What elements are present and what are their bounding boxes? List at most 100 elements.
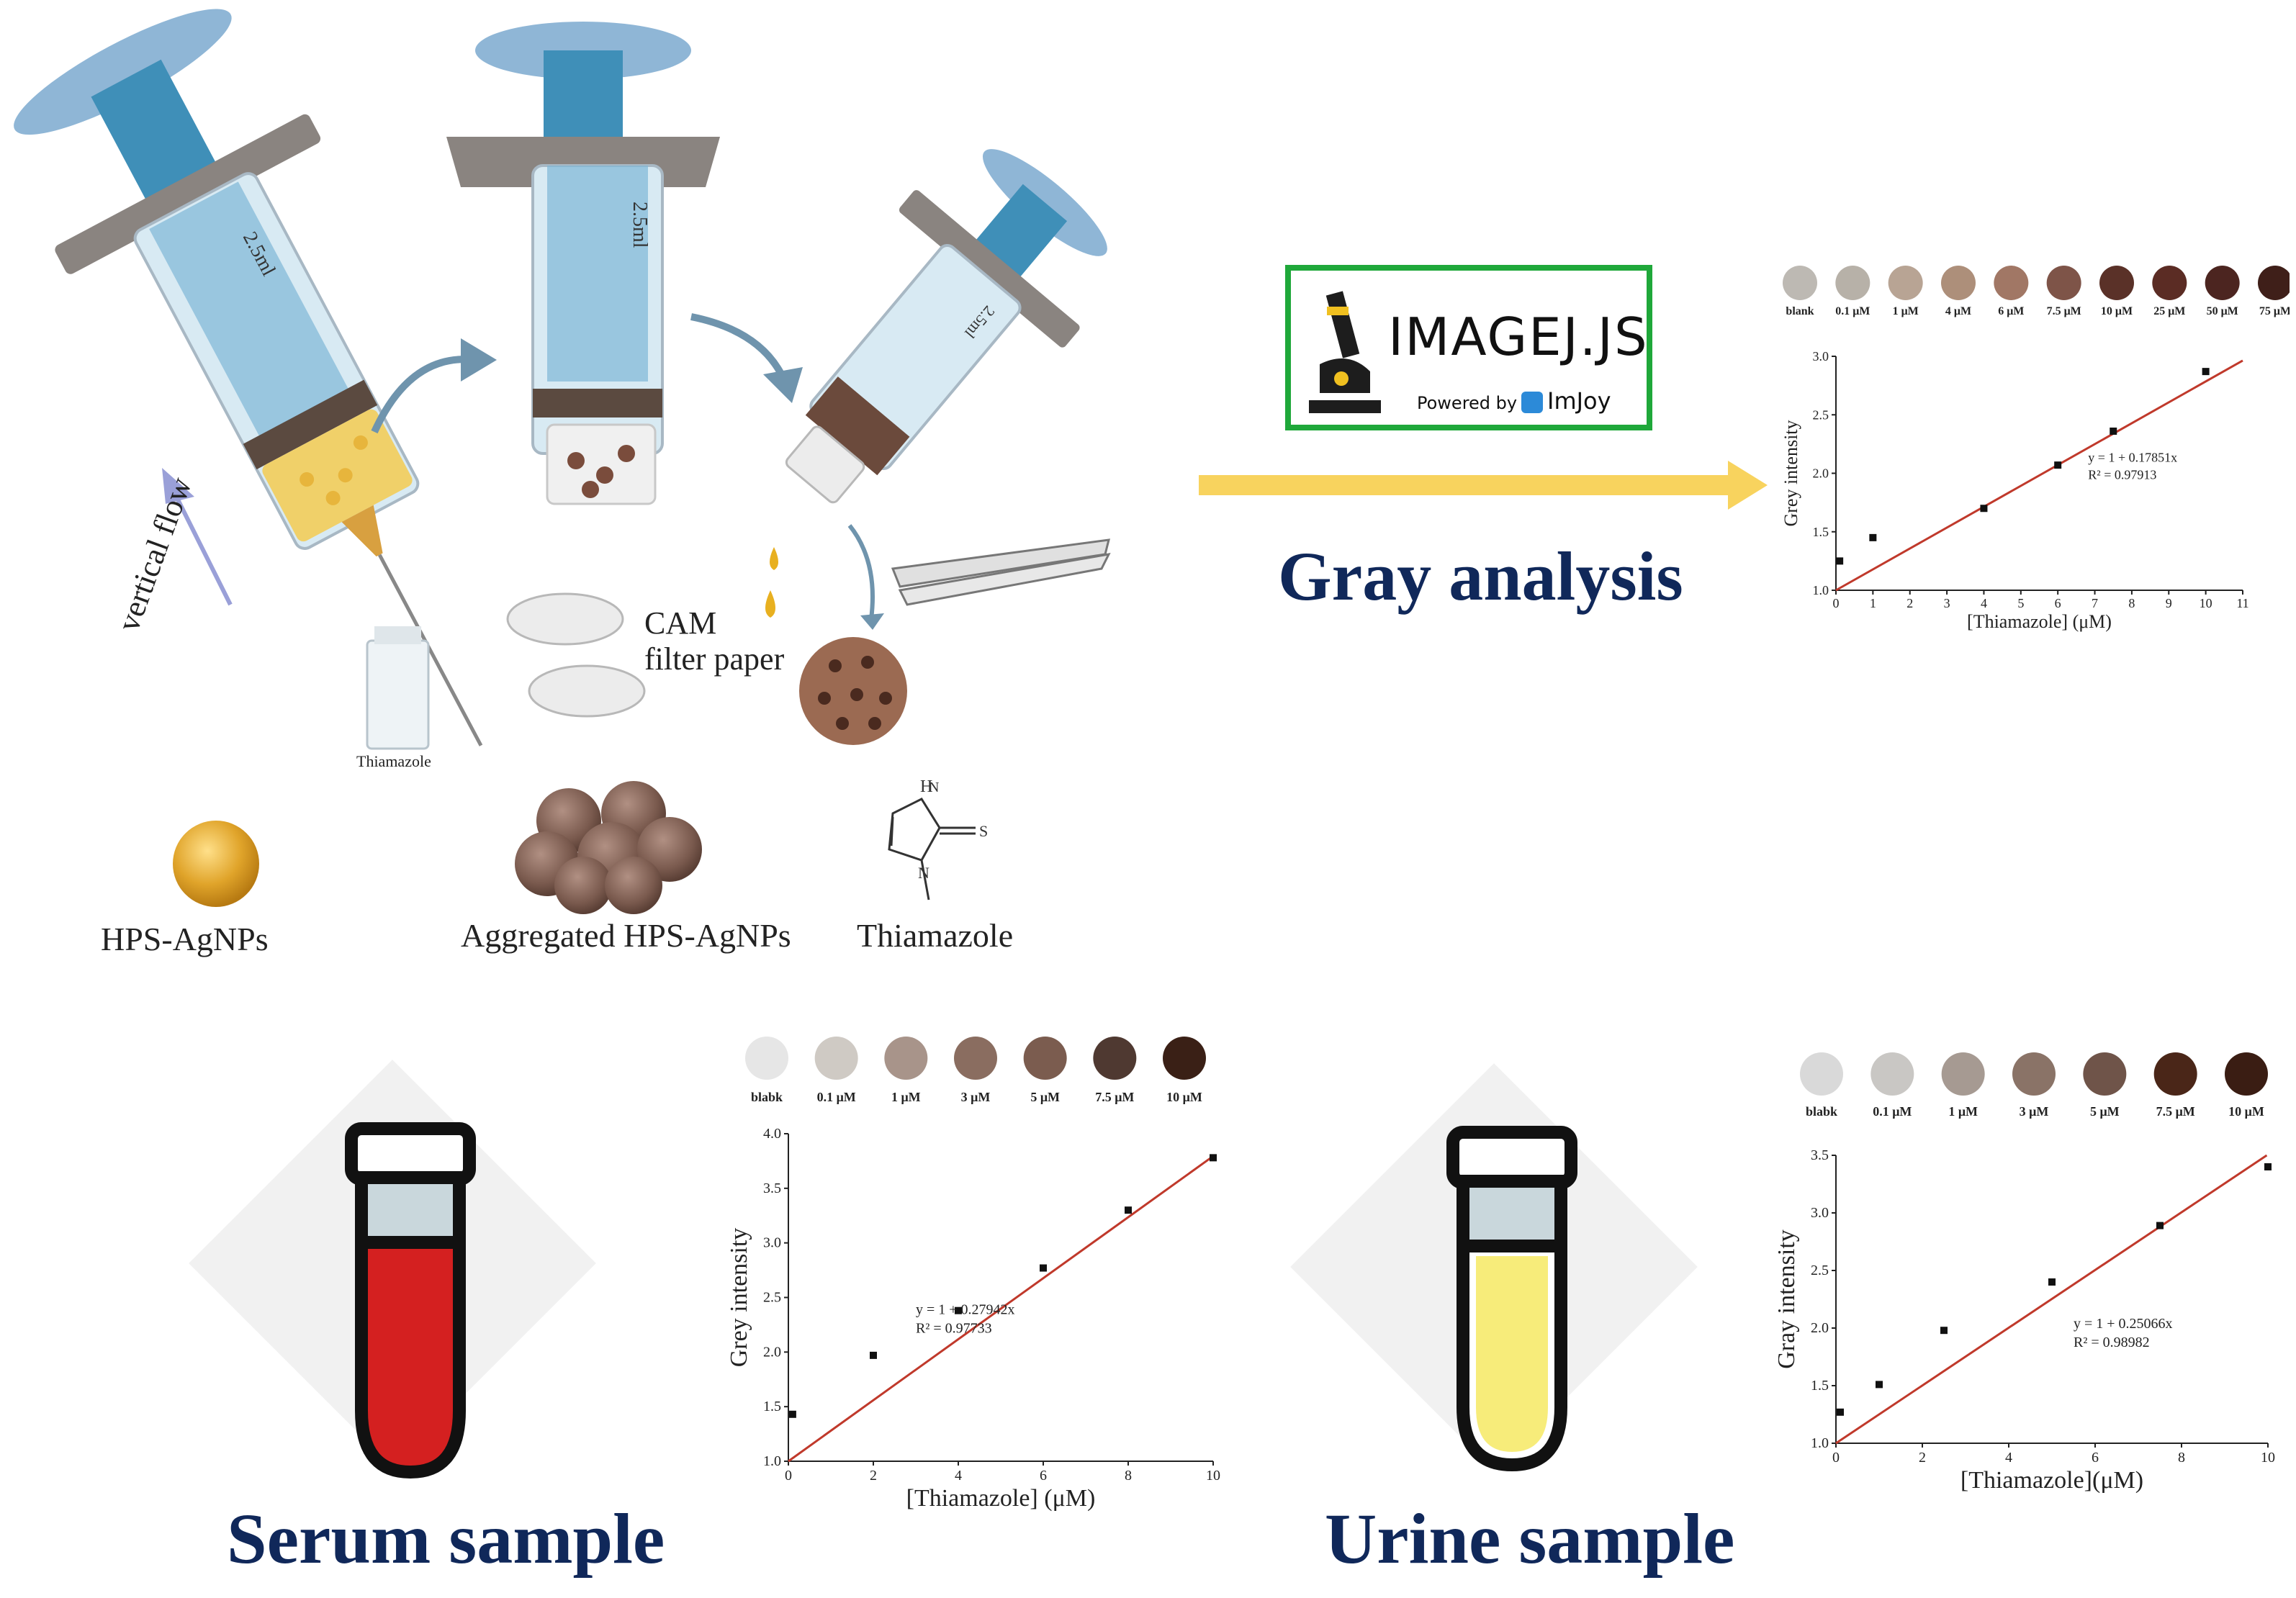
x-tick-label: 10 — [2200, 596, 2212, 610]
fit-line — [788, 1155, 1214, 1463]
y-tick-label: 1.5 — [1811, 1378, 1829, 1394]
color-swatch — [1023, 1037, 1067, 1080]
swatch-label: 5 μM — [1030, 1090, 1060, 1104]
swatch-label: 0.1 μM — [817, 1090, 856, 1104]
urine-tube-icon — [1446, 1126, 1577, 1472]
x-tick-label: 0 — [1832, 1450, 1840, 1466]
x-tick-label: 10 — [1206, 1468, 1220, 1484]
x-tick-label: 8 — [2128, 596, 2135, 610]
swatch-label: 1 μM — [1948, 1104, 1978, 1119]
filter-paper-disc — [799, 637, 907, 745]
y-tick-label: 3.5 — [763, 1181, 781, 1196]
flow-arrow-2 — [690, 313, 788, 384]
color-swatch — [745, 1037, 788, 1080]
color-swatch — [884, 1037, 928, 1080]
atom-n-bottom: N — [918, 864, 929, 882]
filter-paper-label: filter paper — [644, 641, 785, 677]
y-tick-label: 2.0 — [1813, 466, 1829, 481]
serum-tube-icon — [345, 1122, 476, 1479]
x-tick-label: 1 — [1870, 596, 1876, 610]
x-tick-label: 3 — [1944, 596, 1950, 610]
syringe-2-volume-mark: 2.5ml — [629, 202, 651, 248]
swatch-label: 50 μM — [2207, 305, 2238, 317]
data-point — [1869, 533, 1877, 541]
data-point — [1940, 1327, 1948, 1335]
atom-h: H — [920, 777, 932, 796]
color-swatch — [2099, 266, 2134, 300]
x-tick-label: 6 — [2092, 1450, 2099, 1466]
fit-equation: y = 1 + 0.17851x — [2088, 450, 2177, 464]
swatch-label: 1 μM — [891, 1090, 921, 1104]
x-tick-label: 2 — [1906, 596, 1913, 610]
imagej-title: IMAGEJ.JS — [1388, 307, 1649, 367]
syringe-2: 2.5ml — [446, 22, 720, 505]
swatch-label: blank — [1786, 305, 1814, 317]
thiamazole-label: Thiamazole — [857, 917, 1013, 954]
x-tick-label: 8 — [2178, 1450, 2185, 1466]
color-swatch — [2046, 266, 2081, 300]
cam-label: CAM — [644, 605, 716, 641]
data-point — [2110, 428, 2117, 435]
x-tick-label: 5 — [2017, 596, 2024, 610]
data-point — [2156, 1222, 2164, 1229]
x-tick-label: 6 — [1040, 1468, 1047, 1484]
swatch-label: 7.5 μM — [2156, 1104, 2195, 1119]
drop-2 — [765, 590, 775, 618]
color-swatch — [2153, 1052, 2197, 1096]
serum-sample-title: Serum sample — [227, 1499, 665, 1579]
y-tick-label: 1.0 — [1811, 1435, 1829, 1451]
x-tick-label: 4 — [955, 1468, 962, 1484]
y-tick-label: 3.5 — [1811, 1147, 1829, 1163]
swatch-label: blabk — [751, 1090, 783, 1104]
syringe-3: 2.5ml — [785, 149, 1107, 504]
flow-arrow-1 — [371, 356, 476, 434]
swatch-label: 0.1 μM — [1873, 1104, 1912, 1119]
fit-line — [1835, 1154, 2268, 1445]
y-tick-label: 1.5 — [763, 1399, 781, 1414]
data-point — [1836, 557, 1844, 565]
imjoy-brand: ImJoy — [1547, 387, 1611, 415]
color-swatch — [1835, 266, 1870, 300]
x-tick-label: 0 — [785, 1468, 792, 1484]
swatch-label: 3 μM — [2020, 1104, 2049, 1119]
y-axis-label: Gray intensity — [1778, 1229, 1800, 1369]
color-swatch — [2225, 1052, 2268, 1096]
color-swatch — [1800, 1052, 1843, 1096]
vertical-flow-arrow — [162, 468, 233, 606]
y-tick-label: 1.0 — [1813, 583, 1829, 597]
syringe-workflow-illustration: 2.5ml vertical flow Thiamazole 2.5ml CAM… — [14, 9, 1111, 957]
data-point — [1210, 1154, 1217, 1162]
color-swatch — [2083, 1052, 2127, 1096]
color-swatch — [2012, 1052, 2056, 1096]
y-tick-label: 2.0 — [763, 1344, 781, 1360]
fit-r2: R² = 0.98982 — [2074, 1335, 2150, 1350]
data-point — [955, 1306, 962, 1314]
swatch-label: 10 μM — [2228, 1104, 2264, 1119]
swatch-label: 10 μM — [2101, 305, 2133, 317]
x-tick-label: 2 — [1919, 1450, 1926, 1466]
color-swatch — [1870, 1052, 1914, 1096]
color-swatch — [2258, 266, 2292, 300]
atom-n-top: N — [929, 780, 939, 795]
drop-1 — [770, 547, 778, 570]
fit-r2: R² = 0.97733 — [916, 1320, 992, 1336]
x-tick-label: 8 — [1125, 1468, 1132, 1484]
vertical-flow-label: vertical flow — [110, 472, 199, 636]
color-swatch — [1941, 266, 1976, 300]
thiamazole-vial — [366, 626, 430, 750]
tweezers-icon — [891, 538, 1111, 606]
x-tick-label: 6 — [2055, 596, 2061, 610]
data-point — [1125, 1206, 1132, 1214]
microscope-icon — [1309, 291, 1381, 413]
swatch-label: blabk — [1806, 1104, 1837, 1119]
y-tick-label: 2.0 — [1811, 1320, 1829, 1336]
y-tick-label: 2.5 — [1811, 1263, 1829, 1278]
syringe-1: 2.5ml — [14, 9, 483, 746]
color-swatch — [954, 1037, 997, 1080]
fit-r2: R² = 0.97913 — [2088, 467, 2156, 482]
y-tick-label: 3.0 — [763, 1235, 781, 1251]
color-swatch — [1783, 266, 1817, 300]
imagej-powered-by: Powered by — [1417, 393, 1518, 413]
